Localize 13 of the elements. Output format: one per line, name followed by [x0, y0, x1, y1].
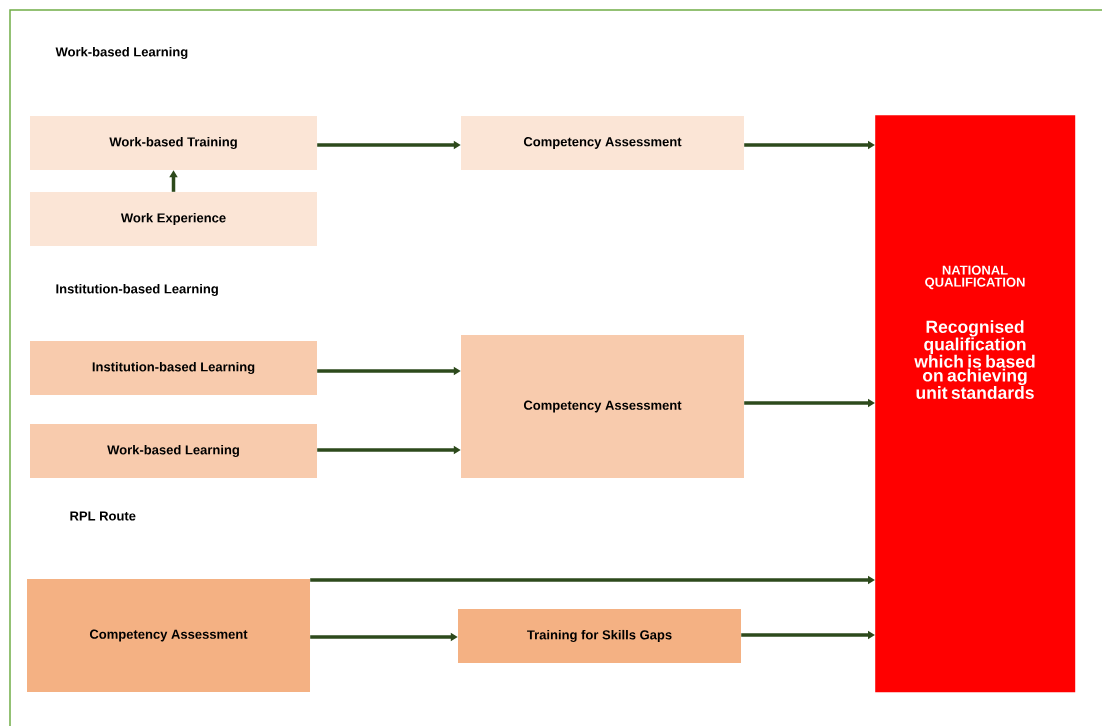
process-box: Institution-based Learning [30, 341, 317, 395]
process-box: Competency Assessment [461, 116, 744, 170]
section-heading: Institution-based Learning [56, 283, 218, 297]
process-box: Competency Assessment [461, 335, 744, 478]
process-box: Work-based Learning [30, 424, 317, 478]
qualification-box [875, 115, 1076, 693]
process-box: Training for Skills Gaps [458, 609, 741, 663]
section-heading: Work-based Learning [55, 46, 188, 60]
process-box: Work Experience [30, 192, 317, 246]
process-box: Work-based Training [30, 116, 317, 170]
section-heading: RPL Route [70, 511, 136, 521]
qualification-text: NATIONAL QUALIFICATION Recognised qualification which is based on achieving unit standards [914, 265, 1035, 399]
process-box: Competency Assessment [27, 579, 310, 692]
